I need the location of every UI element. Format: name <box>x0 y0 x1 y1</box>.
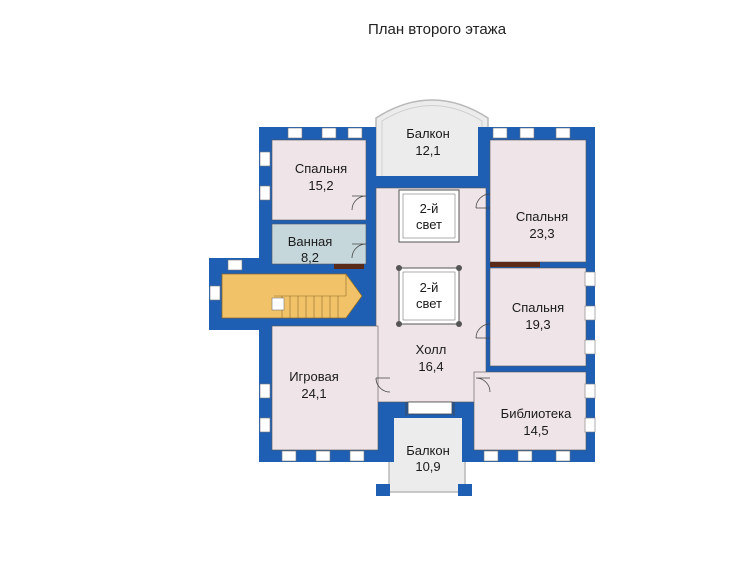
balcony-bottom-name: Балкон <box>406 443 450 458</box>
balcony-top-area: 12,1 <box>415 143 440 158</box>
doors <box>351 193 491 416</box>
balcony-bottom-area: 10,9 <box>415 459 440 474</box>
bathroom-name: Ванная <box>288 234 333 249</box>
hall-name: Холл <box>416 342 447 357</box>
plan-title: План второго этажа <box>367 21 507 38</box>
bathroom-area: 8,2 <box>301 250 319 265</box>
bedroom-right-top-name: Спальня <box>516 209 568 224</box>
library-name: Библиотека <box>501 406 572 421</box>
bedroom-left-area: 15,2 <box>308 178 333 193</box>
bedroom-right-name: Спальня <box>512 300 564 315</box>
light-void-center <box>396 265 462 327</box>
light-void-top <box>398 189 460 243</box>
light-center-line1: 2-й <box>420 280 439 295</box>
light-center-line2: свет <box>416 296 442 311</box>
balcony-top-name: Балкон <box>406 126 450 141</box>
windows <box>209 127 596 462</box>
bedroom-left-name: Спальня <box>295 161 347 176</box>
library-area: 14,5 <box>523 423 548 438</box>
bedroom-right-area: 19,3 <box>525 317 550 332</box>
playroom-name: Игровая <box>289 369 339 384</box>
light-top-line1: 2-й <box>420 201 439 216</box>
room-labels: Балкон 12,1 Спальня 15,2 2-й свет Спальн… <box>288 126 572 474</box>
light-top-line2: свет <box>416 217 442 232</box>
playroom-area: 24,1 <box>301 386 326 401</box>
balcony-bottom <box>376 411 472 496</box>
hall-area: 16,4 <box>418 359 443 374</box>
bedroom-right-top-area: 23,3 <box>529 226 554 241</box>
balcony-top <box>375 99 489 179</box>
